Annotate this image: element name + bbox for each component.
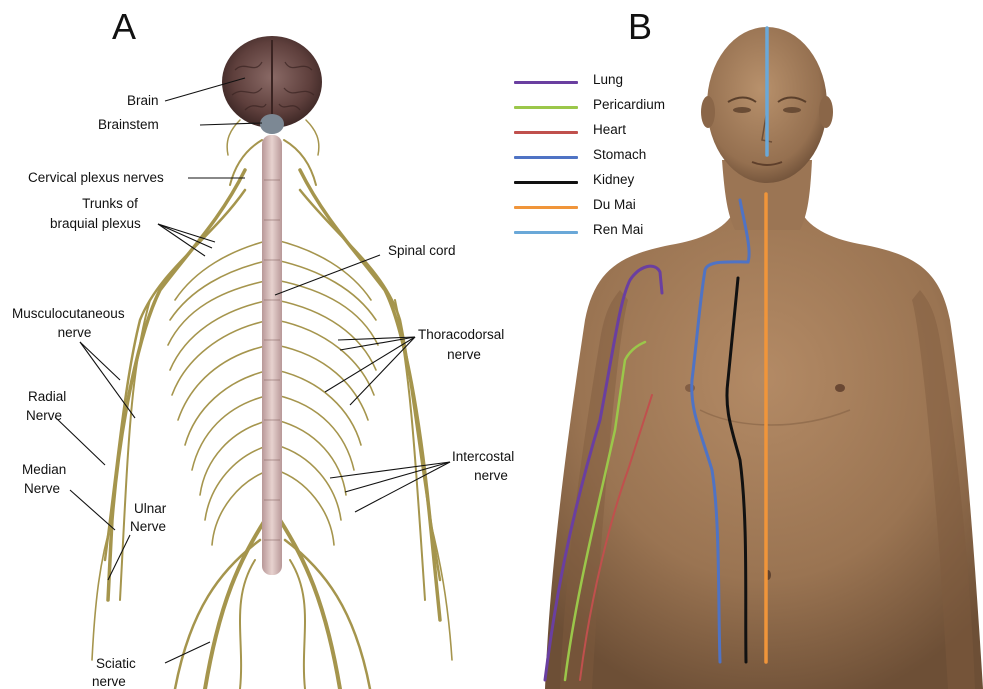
label-median-line2: Nerve <box>24 480 60 497</box>
label-trunks-line1: Trunks of <box>60 195 160 212</box>
label-intercostal-line2: nerve <box>452 467 530 484</box>
legend-item-stomach: Stomach <box>514 147 714 167</box>
label-spinal-cord: Spinal cord <box>388 242 456 259</box>
label-musculocutaneous-line2: nerve <box>12 324 137 341</box>
legend-swatch-lung <box>514 81 578 84</box>
legend-item-lung: Lung <box>514 72 714 92</box>
legend-label-pericardium: Pericardium <box>593 97 665 112</box>
panel-label-b: B <box>628 6 652 48</box>
panel-label-a: A <box>112 6 136 48</box>
legend-swatch-ren-mai <box>514 231 578 234</box>
legend-label-stomach: Stomach <box>593 147 646 162</box>
label-cervical-plexus: Cervical plexus nerves <box>28 169 164 186</box>
legend-swatch-stomach <box>514 156 578 159</box>
label-sciatic-line1: Sciatic <box>96 655 136 672</box>
label-thoracodorsal-line1: Thoracodorsal <box>418 326 504 343</box>
legend-label-kidney: Kidney <box>593 172 634 187</box>
legend-item-pericardium: Pericardium <box>514 97 714 117</box>
label-brainstem: Brainstem <box>98 116 159 133</box>
label-median-line1: Median <box>22 461 66 478</box>
legend-label-du-mai: Du Mai <box>593 197 636 212</box>
legend-label-ren-mai: Ren Mai <box>593 222 643 237</box>
legend-swatch-du-mai <box>514 206 578 209</box>
legend-swatch-kidney <box>514 181 578 184</box>
label-ulnar-line1: Ulnar <box>134 500 166 517</box>
brainstem <box>260 114 284 134</box>
legend-swatch-heart <box>514 131 578 134</box>
spinal-cord <box>262 135 282 575</box>
label-radial-line2: Nerve <box>26 407 62 424</box>
legend-label-heart: Heart <box>593 122 626 137</box>
label-sciatic-line2: nerve <box>92 673 126 689</box>
legend-swatch-pericardium <box>514 106 578 109</box>
legend-label-lung: Lung <box>593 72 623 87</box>
legend-item-heart: Heart <box>514 122 714 142</box>
legend-item-ren-mai: Ren Mai <box>514 222 714 242</box>
legend-item-kidney: Kidney <box>514 172 714 192</box>
label-ulnar-line2: Nerve <box>130 518 166 535</box>
leader-lines-a <box>55 78 450 663</box>
label-brain: Brain <box>127 92 159 109</box>
label-trunks-line2: braquial plexus <box>50 215 141 232</box>
legend-item-du-mai: Du Mai <box>514 197 714 217</box>
label-thoracodorsal-line2: nerve <box>418 346 510 363</box>
label-radial-line1: Radial <box>28 388 66 405</box>
label-musculocutaneous-line1: Musculocutaneous <box>12 305 125 322</box>
label-intercostal-line1: Intercostal <box>452 448 514 465</box>
